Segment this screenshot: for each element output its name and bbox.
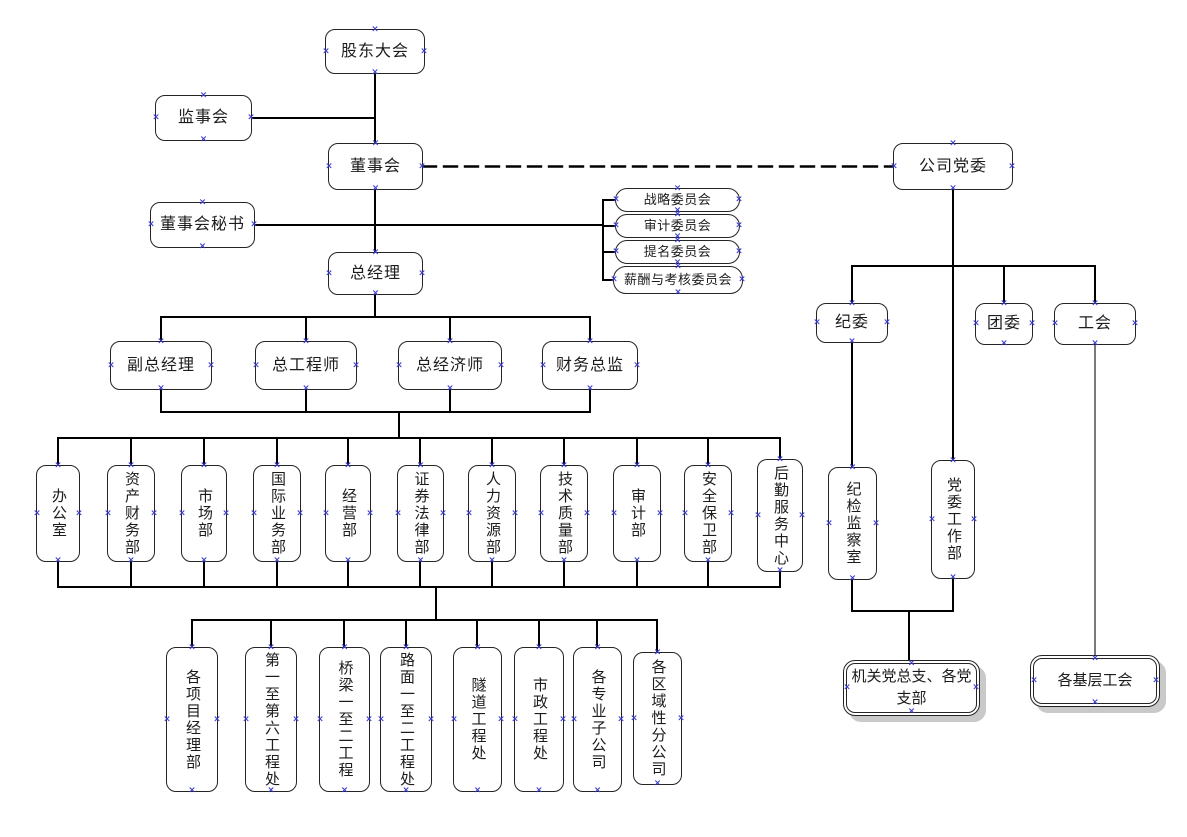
node-regional-branches[interactable]: 各区域性分公司×××× [630, 647, 685, 789]
node-party-general-branch[interactable]: 机关党总支、各党支部×××× [843, 658, 980, 717]
node-audit-committee[interactable]: 审计委员会×××× [612, 209, 743, 242]
node-remuneration-committee[interactable]: 薪酬与考核委员会×××× [610, 261, 746, 298]
node-office[interactable]: 办公室×××× [33, 460, 83, 566]
node-specialized-subsidiaries[interactable]: 各专业子公司×××× [570, 642, 625, 796]
node-supervisory-board[interactable]: 监事会×××× [152, 90, 255, 145]
node-nomination-committee[interactable]: 提名委员会×××× [612, 235, 743, 268]
node-strategy-committee[interactable]: 战略委员会×××× [612, 183, 743, 216]
node-chief-engineer[interactable]: 总工程师×××× [252, 336, 360, 394]
main-trunk-connectors [251, 73, 376, 318]
connection-point-icon: × [1091, 697, 1099, 708]
node-board-secretary[interactable]: 董事会秘书×××× [147, 197, 258, 252]
node-general-manager[interactable]: 总经理×××× [325, 247, 426, 299]
node-tunnel-eng-office[interactable]: 隧道工程处×××× [450, 642, 505, 796]
connection-point-icon: × [1152, 675, 1160, 686]
node-hr-dept[interactable]: 人力资源部×××× [465, 460, 519, 566]
node-pavement-eng-1-2[interactable]: 路面一至二工程处×××× [377, 642, 435, 796]
node-deputy-general-manager[interactable]: 副总经理×××× [107, 336, 215, 394]
node-youth-league-committee[interactable]: 团委×××× [972, 298, 1036, 349]
connection-point-icon: × [907, 706, 916, 717]
connection-point-icon: × [907, 658, 916, 669]
node-market-dept[interactable]: 市场部×××× [178, 460, 230, 566]
management-row-connectors [160, 316, 591, 439]
connection-point-icon: × [1030, 675, 1038, 686]
party-branch-connectors [851, 189, 1096, 661]
node-project-manager-depts[interactable]: 各项目经理部×××× [163, 642, 221, 796]
node-finance-director[interactable]: 财务总监×××× [539, 336, 641, 394]
node-bridge-eng-1-2[interactable]: 桥梁一至二工程×××× [316, 642, 373, 796]
connection-point-icon: × [972, 682, 980, 693]
connection-point-icon: × [843, 682, 851, 693]
node-chief-economist[interactable]: 总经济师×××× [395, 336, 505, 394]
node-shareholders-meeting[interactable]: 股东大会×××× [322, 24, 428, 78]
node-grassroots-unions[interactable]: 各基层工会×××× [1030, 653, 1160, 708]
node-labor-union[interactable]: 工会×××× [1051, 298, 1139, 349]
node-logistics-center[interactable]: 后勤服务中心×××× [754, 454, 806, 576]
node-company-party-committee[interactable]: 公司党委×××× [890, 138, 1016, 194]
node-operation-dept[interactable]: 经营部×××× [322, 460, 374, 566]
node-discipline-committee[interactable]: 纪委×××× [813, 298, 891, 347]
node-securities-legal-dept[interactable]: 证券法律部×××× [394, 460, 447, 566]
department-bus-connectors [57, 437, 781, 621]
project-units-connectors [191, 619, 658, 653]
committee-bracket-connectors [254, 199, 616, 281]
node-audit-dept[interactable]: 审计部×××× [610, 460, 664, 566]
connection-point-icon: × [1091, 653, 1099, 664]
node-municipal-eng-office[interactable]: 市政工程处×××× [511, 642, 567, 796]
node-eng-offices-1-6[interactable]: 第一至第六工程处×××× [242, 642, 300, 796]
node-asset-finance-dept[interactable]: 资产财务部×××× [104, 460, 158, 566]
node-security-dept[interactable]: 安全保卫部×××× [681, 460, 735, 566]
node-tech-quality-dept[interactable]: 技术质量部×××× [537, 460, 591, 566]
node-board-of-directors[interactable]: 董事会×××× [325, 138, 426, 194]
node-international-business-dept[interactable]: 国际业务部×××× [250, 460, 304, 566]
node-discipline-inspection-office[interactable]: 纪检监察室×××× [825, 462, 880, 584]
node-party-committee-work-dept[interactable]: 党委工作部×××× [928, 455, 978, 583]
